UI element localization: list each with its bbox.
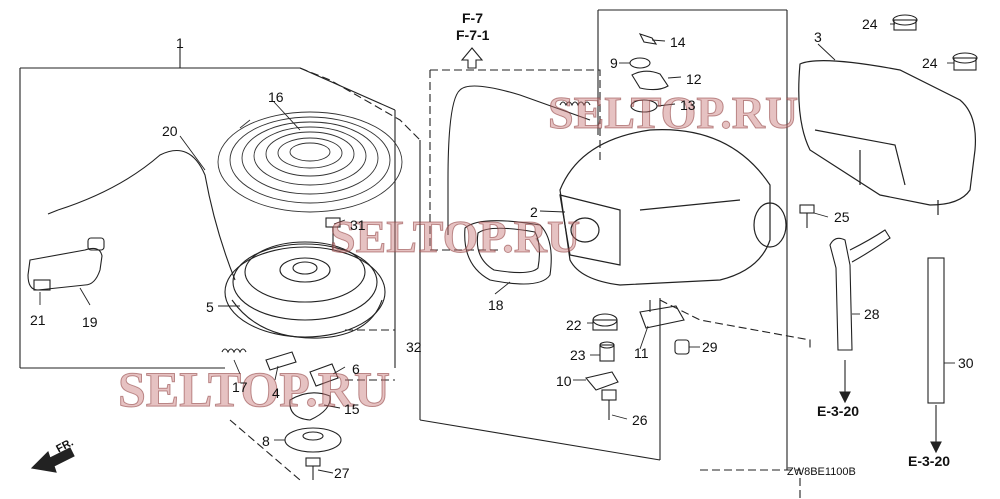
lever-10 [585,371,619,391]
clip-14 [638,33,658,45]
seal-18 [464,220,552,285]
bolt-26 [601,389,617,420]
callout-6: 6 [352,361,360,377]
callout-25: 25 [834,209,850,225]
callout-23: 23 [570,347,586,363]
callout-19: 19 [82,314,98,330]
bolt-27 [305,457,321,480]
washer-9 [629,57,651,69]
bolt-25 [799,204,815,228]
collar-23 [599,341,615,362]
friction-plate-8 [284,427,342,453]
bolt-31 [325,217,341,250]
callout-11: 11 [634,345,649,361]
ratchet-6 [309,363,339,387]
down-arrows [839,360,942,454]
callout-8: 8 [262,433,270,449]
callout-18: 18 [488,297,504,313]
tube-28 [829,229,891,351]
front-arrow-icon [30,447,75,473]
callout-27: 27 [334,465,350,481]
assembly-1-outline [19,45,396,481]
recoil-spring-16 [217,111,403,213]
callout-16: 16 [268,89,284,105]
reference-label: F-7-1 [456,27,490,43]
spring-17 [221,348,247,354]
callout-30: 30 [958,355,974,371]
callout-15: 15 [344,401,360,417]
spring-15 [289,392,331,421]
lever-11 [639,298,685,329]
collar-29 [674,339,690,355]
starter-rope-20 [47,150,236,281]
grommet-24b [952,52,978,71]
lever-12 [631,70,669,91]
callout-1: 1 [176,35,184,51]
callout-20: 20 [162,123,178,139]
starter-grip-19 [27,237,105,291]
ratchet-4 [265,351,297,371]
reel-5 [224,241,386,339]
clip-13 [630,99,658,113]
callout-21: 21 [30,312,46,328]
callout-28: 28 [864,306,880,322]
callout-13: 13 [680,97,696,113]
callout-31: 31 [350,217,366,233]
reference-label: F-7 [462,10,483,26]
bracket-box [419,9,788,470]
callout-12: 12 [686,71,702,87]
callout-5: 5 [206,299,214,315]
reference-label: E-3-20 [908,453,951,469]
callout-17: 17 [232,379,248,395]
reference-label: E-3-20 [817,403,860,419]
dashed-guides [299,67,811,499]
starter-case-2 [559,129,787,286]
callout-22: 22 [566,317,582,333]
tube-30 [927,257,945,404]
callout-24b: 24 [922,55,938,71]
callout-24a: 24 [862,16,878,32]
callout-9: 9 [610,55,618,71]
callout-29: 29 [702,339,718,355]
diagram-code: ZW8BE1100B [787,466,856,478]
callout-26: 26 [632,412,648,428]
collar-22 [592,313,618,331]
up-arrow [460,47,484,69]
callout-2: 2 [530,204,538,220]
callout-10: 10 [556,373,572,389]
callout-4: 4 [272,385,280,401]
callout-14: 14 [670,34,686,50]
grommet-24a [892,14,918,31]
cover-3 [798,60,977,215]
choke-cable [447,85,591,235]
callout-32: 32 [406,339,422,355]
leader-lines [39,23,955,474]
callout-3: 3 [814,29,822,45]
